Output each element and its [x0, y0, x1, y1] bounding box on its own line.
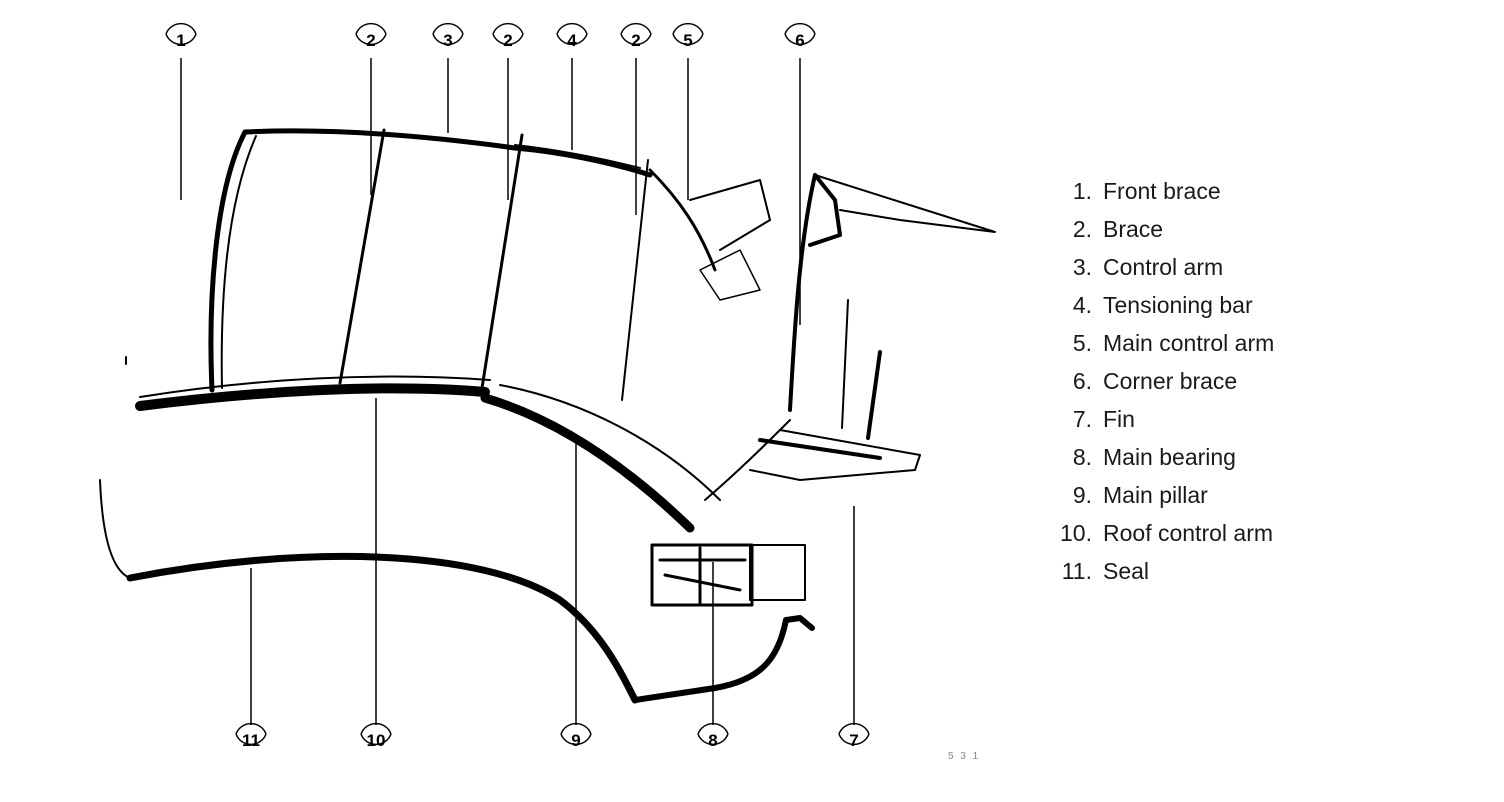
callout-label-1: 1	[176, 31, 185, 50]
legend-item: 8. Main bearing	[1050, 438, 1274, 476]
legend-label: Brace	[1103, 215, 1164, 242]
callout-4: 4	[556, 22, 588, 50]
seal-end	[632, 615, 815, 703]
roof-control-arm-curve	[135, 383, 490, 411]
main-bearing-bracket	[749, 544, 806, 601]
legend-item: 3. Control arm	[1050, 248, 1274, 286]
legend-number: 6.	[1072, 367, 1092, 394]
callout-label-4: 4	[567, 31, 577, 50]
rear-tray-bar	[758, 438, 882, 460]
legend-label: Roof control arm	[1103, 519, 1274, 546]
legend-number: 1.	[1072, 177, 1092, 204]
callout-label-2a: 2	[366, 31, 375, 50]
seal-outer-line	[99, 479, 131, 579]
figure-code: 5 3 1	[948, 751, 981, 762]
parts-legend: 1. Front brace 2. Brace 3. Control arm 4. Te…	[1050, 172, 1274, 590]
callout-6: 6	[784, 22, 816, 50]
main-bearing-block	[650, 543, 754, 607]
legend-number: 10.	[1060, 519, 1092, 546]
mechanism-sketch-2	[699, 249, 761, 301]
main-pillar-curve	[480, 393, 695, 533]
callout-9: 9	[560, 722, 592, 750]
legend-item: 11. Seal	[1050, 552, 1274, 590]
legend-number: 9.	[1072, 481, 1092, 508]
legend-item: 2. Brace	[1050, 210, 1274, 248]
top-frame-illustration	[99, 128, 996, 704]
rear-flap	[814, 174, 996, 233]
callout-label-8: 8	[708, 731, 717, 750]
legend-number: 3.	[1072, 253, 1092, 280]
callout-11: 11	[235, 722, 267, 750]
roof-control-arm-upper	[139, 375, 491, 398]
legend-label: Tensioning bar	[1103, 291, 1253, 318]
callout-label-3: 3	[443, 31, 452, 50]
callout-label-2c: 2	[631, 31, 640, 50]
mechanism-sketch-1	[689, 179, 771, 251]
callout-2c: 2	[620, 22, 652, 50]
brace-rod-1	[338, 128, 386, 385]
callout-2b: 2	[492, 22, 524, 50]
legend-item: 10. Roof control arm	[1050, 514, 1274, 552]
legend-number: 2.	[1072, 215, 1092, 242]
fin-edge	[866, 350, 882, 440]
legend-label: Fin	[1103, 405, 1135, 432]
legend-label: Main control arm	[1103, 329, 1275, 356]
control-arm-top	[242, 128, 653, 178]
legend-item: 6. Corner brace	[1050, 362, 1274, 400]
main-control-arm	[648, 168, 717, 272]
legend-label: Main pillar	[1103, 481, 1208, 508]
callout-label-11: 11	[242, 731, 260, 750]
seal-main-curve	[126, 552, 639, 704]
callouts-bottom: 11 10 9 8 7	[235, 722, 870, 750]
corner-brace	[808, 173, 842, 247]
legend-item: 7. Fin	[1050, 400, 1274, 438]
callout-label-6: 6	[795, 31, 804, 50]
rear-tray	[749, 429, 921, 481]
callout-8: 8	[697, 722, 729, 750]
mid-linkage	[704, 419, 791, 501]
legend-item: 1. Front brace	[1050, 172, 1274, 210]
legend-label: Main bearing	[1103, 443, 1236, 470]
legend-number: 5.	[1072, 329, 1092, 356]
tensioning-bar-line	[514, 144, 641, 169]
legend-label: Seal	[1103, 557, 1150, 584]
brace-rod-3	[621, 159, 649, 401]
callout-1: 1	[165, 22, 197, 50]
callout-label-10: 10	[367, 731, 386, 750]
callout-label-9: 9	[571, 731, 580, 750]
callout-label-7: 7	[849, 731, 858, 750]
callout-10: 10	[360, 722, 392, 750]
brace-rod-2	[480, 133, 524, 390]
legend-number: 8.	[1072, 443, 1092, 470]
callout-label-5: 5	[683, 31, 692, 50]
callouts-top: 1 2 3 2 4 2 5 6	[165, 22, 816, 50]
main-bearing-detail	[658, 546, 747, 606]
front-brace-bow-inner	[220, 135, 257, 389]
callout-5: 5	[672, 22, 704, 50]
legend-item: 5. Main control arm	[1050, 324, 1274, 362]
legend-item: 9. Main pillar	[1050, 476, 1274, 514]
corner-brace-edge	[788, 173, 817, 412]
legend-number: 7.	[1072, 405, 1092, 432]
callout-7: 7	[838, 722, 870, 750]
legend-label: Front brace	[1103, 177, 1221, 204]
legend-number: 11.	[1061, 557, 1092, 584]
legend-number: 4.	[1072, 291, 1092, 318]
callout-2a: 2	[355, 22, 387, 50]
fin-edge-2	[841, 299, 849, 429]
callout-3: 3	[432, 22, 464, 50]
legend-label: Control arm	[1103, 253, 1224, 280]
callout-label-2b: 2	[503, 31, 512, 50]
legend-label: Corner brace	[1103, 367, 1238, 394]
legend-item: 4. Tensioning bar	[1050, 286, 1274, 324]
leader-lines	[180, 58, 855, 725]
main-pillar-inner	[499, 384, 721, 501]
front-brace-bow	[208, 129, 248, 393]
